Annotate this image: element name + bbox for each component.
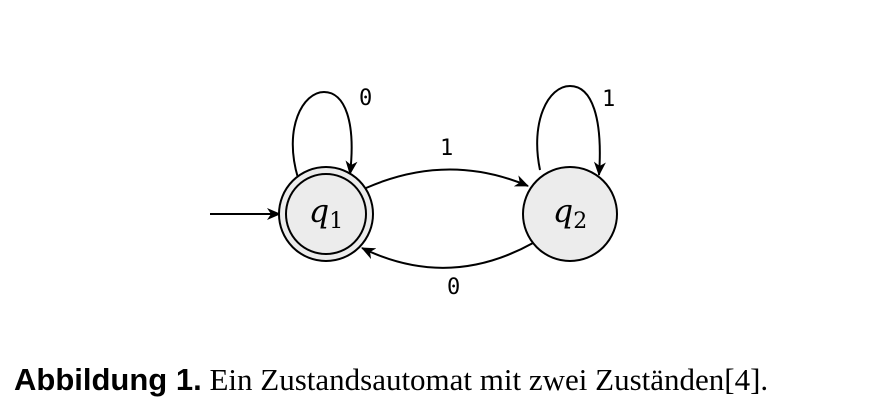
transition-q2-q2 (536, 84, 606, 176)
caption-text: Ein Zustandsautomat mit zwei Zuständen[4… (209, 362, 769, 397)
state-q1-label: q1 (309, 192, 343, 234)
state-diagram: 0 1 1 0 q1 q2 (210, 84, 618, 300)
transition-label-q1-q1: 0 (359, 86, 372, 111)
transition-label-q2-q1: 0 (447, 275, 460, 300)
transition-q2-q1 (361, 242, 534, 269)
transition-label-q1-q2: 1 (440, 136, 453, 161)
figure-caption: Abbildung 1. Ein Zustandsautomat mit zwe… (14, 360, 864, 400)
transition-label-q2-q2: 1 (602, 87, 615, 112)
state-q2: q2 (522, 166, 618, 262)
state-q2-circle (522, 166, 618, 262)
transition-q1-q2 (365, 168, 529, 189)
state-q1: q1 (278, 166, 374, 262)
caption-label: Abbildung 1. (14, 362, 202, 397)
state-q1-inner-ring (285, 173, 367, 255)
transition-q1-q1 (291, 90, 358, 179)
state-q2-label: q2 (553, 192, 587, 234)
